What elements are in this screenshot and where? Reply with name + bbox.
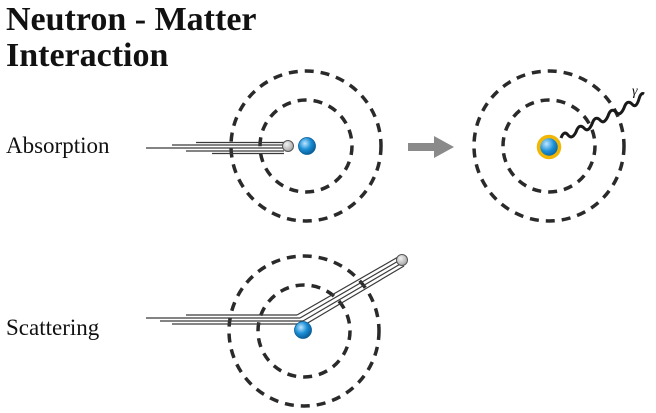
outer-orbit: [472, 69, 626, 223]
right-arrow-icon: [408, 136, 454, 158]
title-line-2: Interaction: [6, 37, 169, 74]
page-title: Neutron - Matter Interaction: [6, 2, 257, 74]
incoming-trail: [146, 314, 306, 325]
title-line-1: Neutron - Matter: [6, 1, 257, 38]
nucleus: [298, 137, 316, 155]
scattering-atom: [146, 254, 408, 408]
inner-orbit: [256, 283, 352, 379]
inner-orbit: [501, 98, 597, 194]
gamma-ray-wave-icon: [559, 92, 645, 139]
neutron: [282, 140, 294, 152]
neutron-trail: [146, 141, 284, 155]
excited-nucleus: [536, 134, 562, 160]
nucleus: [294, 321, 312, 339]
outer-orbit: [227, 254, 381, 408]
absorption-atom: [146, 69, 383, 223]
scattered-trail: [296, 256, 405, 325]
gamma-symbol: γ: [632, 84, 638, 99]
absorption-label: Absorption: [6, 133, 110, 158]
inner-orbit: [258, 98, 354, 194]
scattered-neutron: [396, 254, 408, 266]
outer-orbit: [229, 69, 383, 223]
excited-atom: γ: [472, 69, 645, 223]
scattering-label: Scattering: [6, 315, 100, 340]
